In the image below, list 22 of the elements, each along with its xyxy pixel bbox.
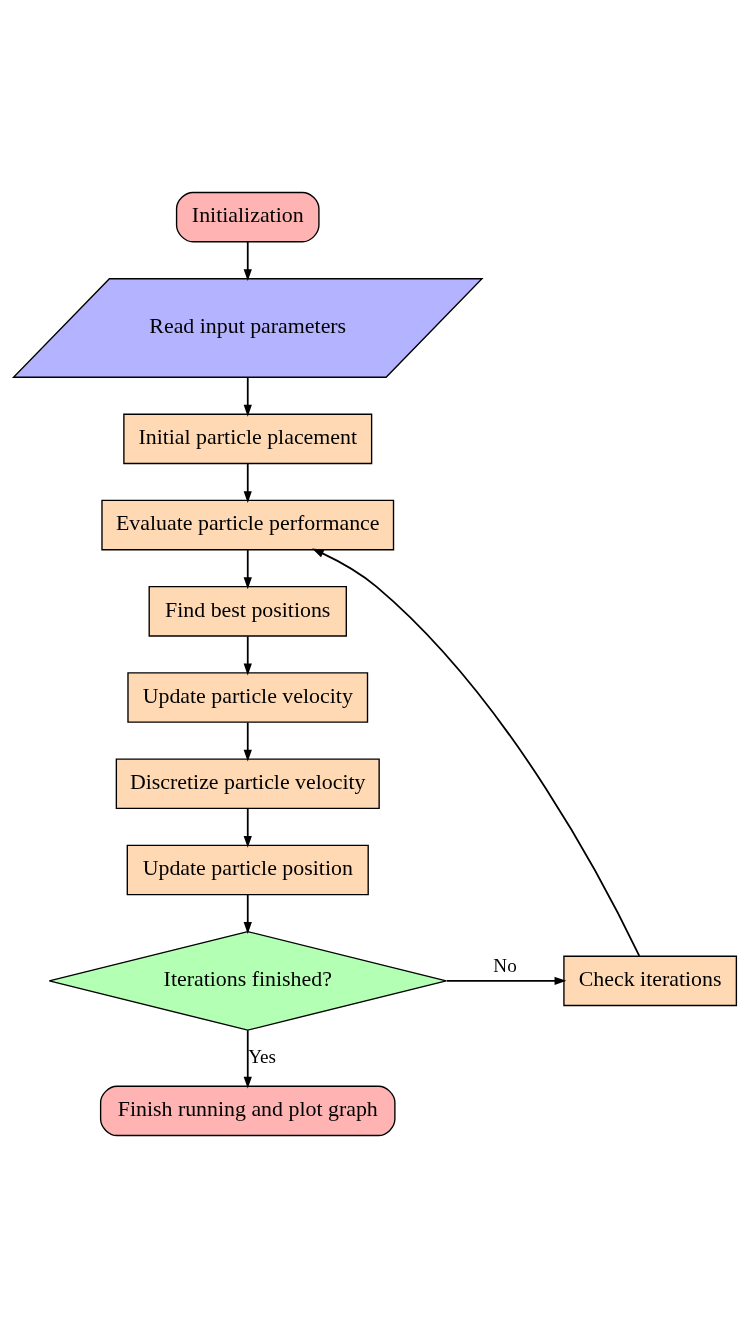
node-box: Update particle position: [126, 844, 369, 895]
arrow: [445, 976, 567, 985]
arrow: [243, 240, 252, 281]
arrow: [312, 548, 641, 957]
arrow: [243, 462, 252, 503]
arrow: [243, 376, 252, 417]
arrow: [243, 635, 252, 675]
node-box: Check iterations: [563, 955, 738, 1006]
arrow: [243, 807, 252, 848]
arrow: [243, 721, 252, 762]
node-box: Discretize particle velocity: [115, 757, 380, 809]
node-box: Initial particle placement: [123, 413, 373, 464]
node-diamond: Iterations finished?: [48, 930, 447, 1031]
node-box: Evaluate particle performance: [101, 499, 395, 550]
arrow: [243, 548, 252, 589]
node-box: Finish running and plot graph: [99, 1085, 396, 1136]
node-box: Initialization: [175, 191, 320, 242]
arrow: [243, 893, 252, 934]
node-box: Update particle velocity: [127, 671, 369, 723]
node-box: Find best positions: [148, 585, 347, 637]
edge-label: No: [493, 954, 517, 976]
arrow: [243, 1028, 252, 1089]
